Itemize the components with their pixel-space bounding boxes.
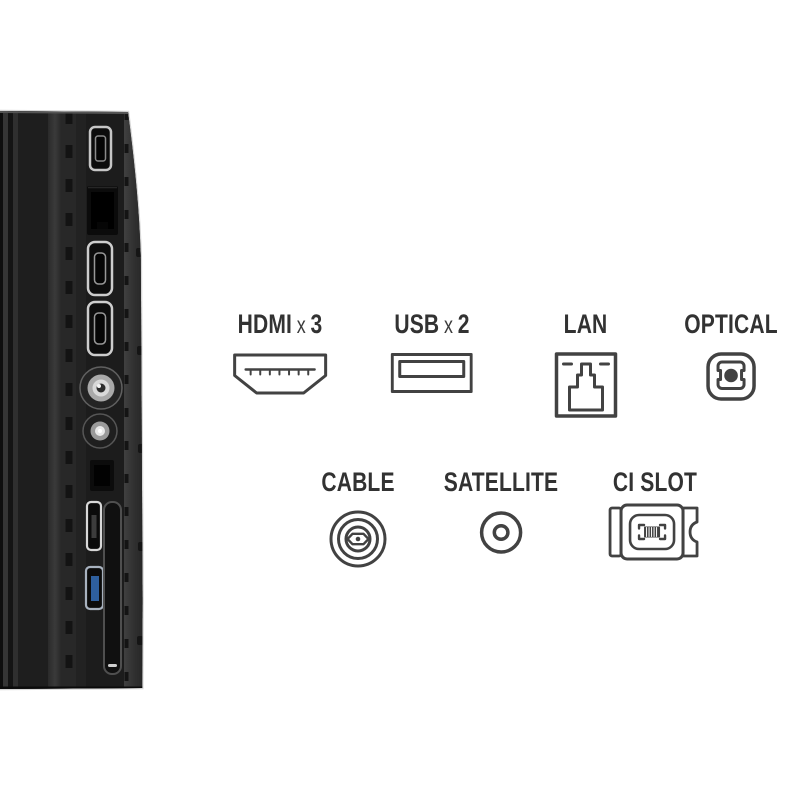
usb-connector-icon bbox=[391, 353, 473, 393]
panel-top-highlight bbox=[0, 111, 129, 114]
panel-bottom-edge bbox=[0, 686, 143, 689]
cable-label: CABLE bbox=[321, 467, 395, 497]
legend-item-cable: CABLE bbox=[311, 469, 405, 569]
satellite-label: SATELLITE bbox=[443, 467, 559, 497]
ethernet-jack-icon bbox=[87, 186, 118, 235]
satellite-coax-icon bbox=[478, 510, 523, 555]
ci-slot-label: CI SLOT bbox=[612, 467, 698, 497]
optical-label: OPTICAL bbox=[684, 309, 778, 339]
legend-item-lan: LAN bbox=[554, 309, 618, 418]
lan-rj45-icon bbox=[554, 352, 618, 418]
optical-toslink-icon bbox=[706, 352, 756, 401]
antenna-coax-icon bbox=[79, 366, 123, 410]
hdmi-jack-icon bbox=[86, 300, 114, 357]
mini-av-port-icon bbox=[88, 125, 113, 172]
tv-side-panel-photo bbox=[0, 109, 144, 691]
ci-card-slot-icon bbox=[103, 501, 122, 675]
cable-coax-icon bbox=[328, 509, 388, 569]
ci-module-icon bbox=[608, 503, 702, 561]
optical-jack-icon bbox=[90, 460, 114, 491]
legend-item-optical: OPTICAL bbox=[671, 311, 791, 401]
usb-jack-icon bbox=[85, 500, 103, 552]
tv-panel-body bbox=[0, 111, 143, 689]
legend-item-ci-slot: CI SLOT bbox=[601, 469, 709, 561]
legend-item-satellite: SATELLITE bbox=[428, 469, 575, 555]
usb3-blue-jack-icon bbox=[84, 565, 105, 611]
lan-label: LAN bbox=[564, 309, 608, 339]
hdmi-connector-icon bbox=[233, 353, 328, 395]
antenna-coax-icon bbox=[82, 413, 118, 449]
hdmi-jack-icon bbox=[86, 240, 114, 297]
